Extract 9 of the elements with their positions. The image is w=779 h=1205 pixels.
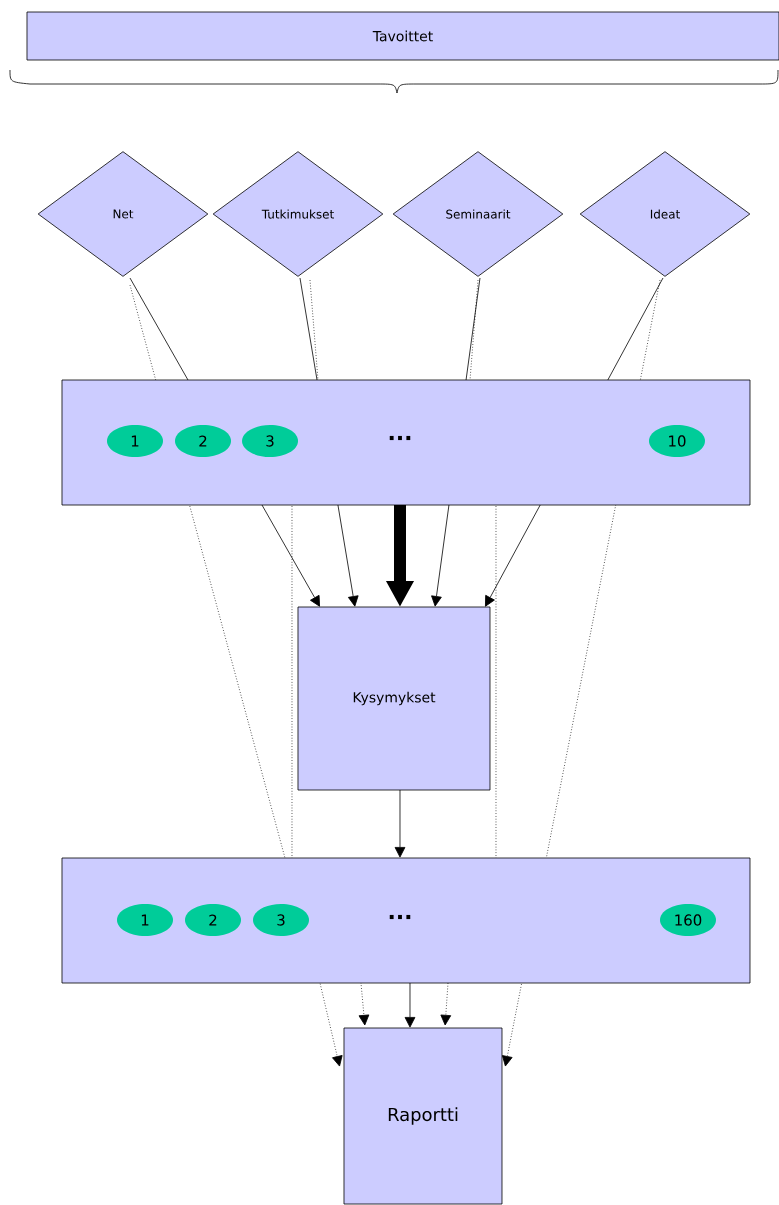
ellipsis: ... [389,914,411,920]
process-box: Kysymykset [297,606,491,791]
arrow [404,982,416,1028]
process-box: Raportti [343,1027,503,1205]
process-box [61,857,751,984]
ellipsis: ... [389,435,411,441]
process-box [61,379,751,506]
arrow [394,789,406,858]
title-box: Tavoittet [26,11,779,61]
